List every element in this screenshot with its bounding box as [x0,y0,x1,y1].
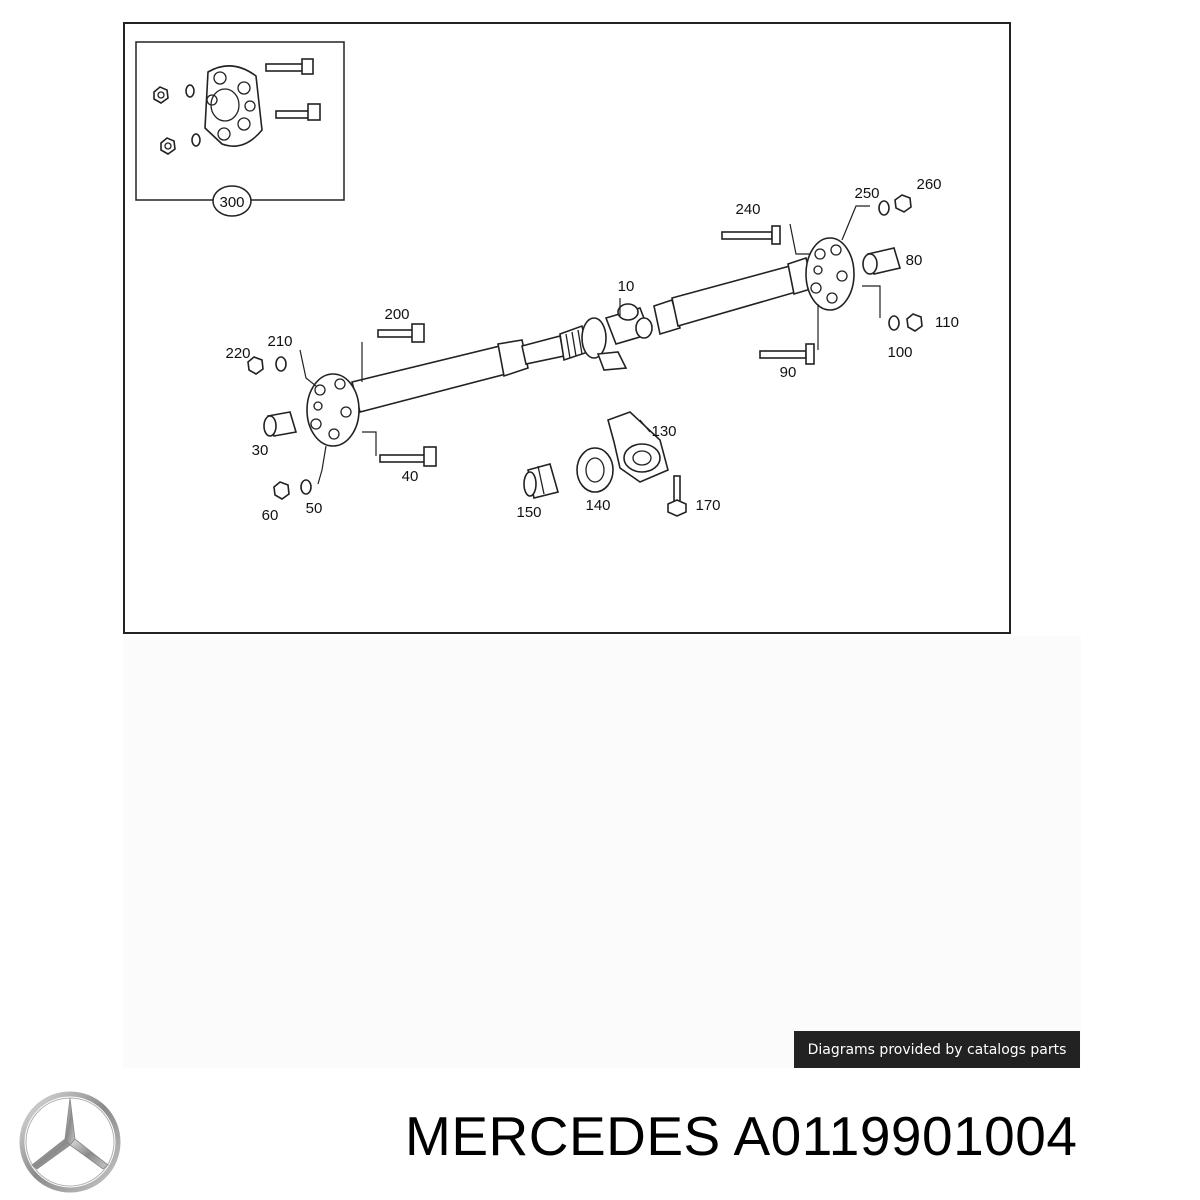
callout-50: 50 [306,500,323,517]
mercedes-star-logo-icon [19,1091,121,1193]
leader-lines [299,205,881,485]
callout-140: 140 [585,497,610,514]
callout-220: 220 [225,345,250,362]
callout-260: 260 [916,176,941,193]
washer-250-icon [878,200,890,216]
inset-bolt-icon [265,58,321,121]
diagram-background-panel [123,636,1081,1068]
callout-40: 40 [402,468,419,485]
bolt-40-icon [379,446,437,467]
callout-100: 100 [887,344,912,361]
callout-60: 60 [262,507,279,524]
bolt-90-icon [759,343,815,365]
hardware-parts [247,194,923,517]
callout-10: 10 [618,278,635,295]
callout-110: 110 [935,314,959,331]
diagram-credit-badge: Diagrams provided by catalogs parts [794,1031,1080,1068]
callout-130: 130 [651,423,676,440]
washer-100-icon [888,315,900,331]
inset-nut-icon [153,84,201,155]
callout-90: 90 [780,364,797,381]
callout-250: 250 [854,185,879,202]
nut-260-icon [894,194,912,213]
inset-flex-disc-icon [204,65,263,147]
dust-boot-150-icon [523,463,559,499]
bolt-240-icon [721,225,781,245]
bushing-30-icon [263,411,298,437]
washer-50-icon [300,479,312,495]
callout-210: 210 [267,333,292,350]
callout-300: 300 [219,194,244,211]
callout-80: 80 [906,252,923,269]
center-bearing-130-icon [607,411,669,483]
rear-flex-disc-icon [306,373,360,447]
nut-110-icon [906,313,923,332]
nut-60-icon [273,481,290,500]
inset-callout-bubble [212,185,252,217]
callout-240: 240 [735,201,760,218]
screw-170-icon [667,475,687,517]
front-flex-disc-icon [805,237,855,311]
nut-220-icon [247,356,264,375]
callout-150: 150 [516,504,541,521]
callout-labels: 10 30 40 50 60 80 90 100 110 130 140 150… [225,176,958,524]
propeller-shaft-icon [306,237,855,447]
washer-210-icon [275,356,287,372]
bearing-ring-140-icon [576,447,614,493]
bushing-80-icon [862,247,902,275]
brand-part-number-title: MERCEDES A0119901004 [405,1105,1078,1167]
callout-170: 170 [695,497,720,514]
callout-30: 30 [252,442,269,459]
callout-200: 200 [384,306,409,323]
inset-flex-disc-kit: 300 [135,41,345,217]
bolt-200-icon [377,323,425,343]
